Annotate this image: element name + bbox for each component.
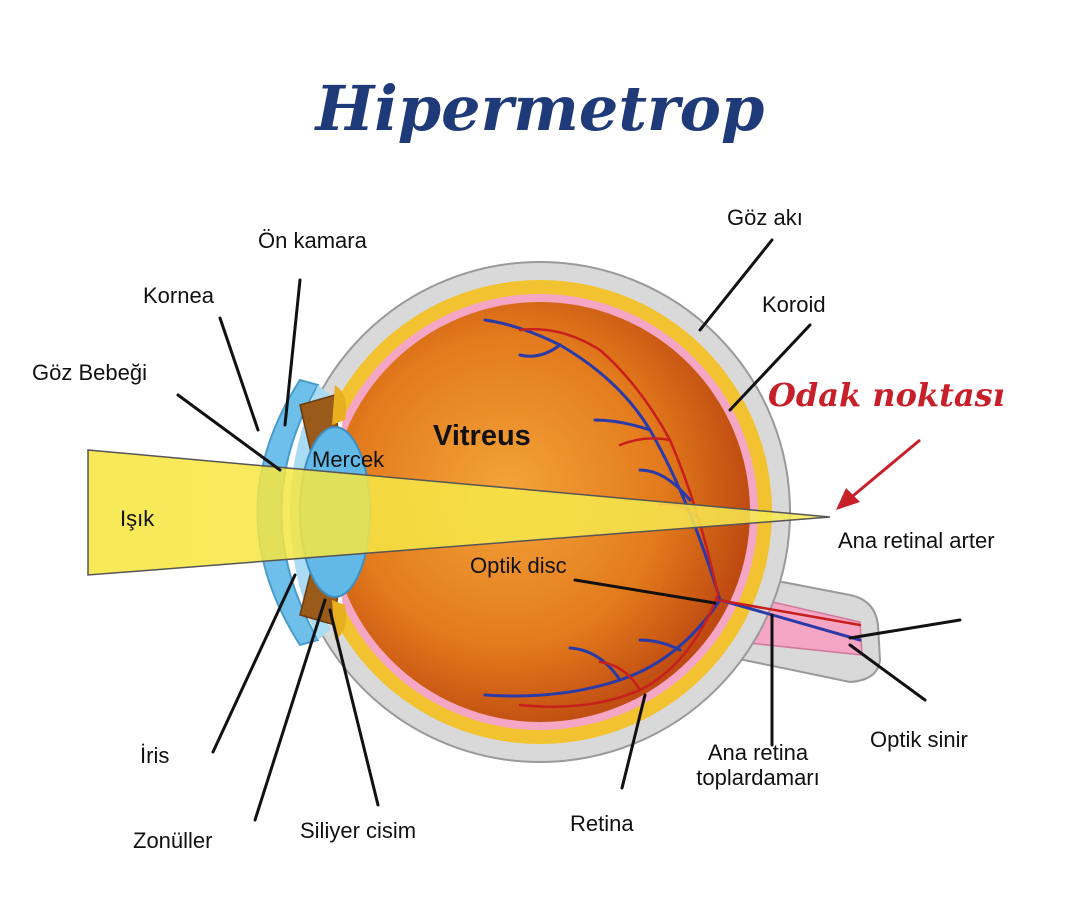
pointer-retina [620,693,647,790]
label-on-kamara: Ön kamara [258,228,367,253]
label-goz-bebegi: Göz Bebeği [32,360,147,385]
pointer-optik-sinir [848,643,927,702]
focal-point-label: Odak noktası [768,376,1005,414]
label-optik-disc: Optik disc [470,553,567,578]
pointer-siliyer [328,608,380,807]
label-iris: İris [140,743,170,768]
label-koroid: Koroid [762,292,826,317]
pointer-on-kamara [283,278,302,427]
label-vitreus: Vitreus [433,420,531,452]
label-goz-aki: Göz akı [727,205,803,230]
diagram-title: Hipermetrop [315,72,765,145]
label-ana-retina-line1: Ana retina [707,740,809,765]
pointer-optik-disc [573,578,717,605]
light-beam [87,449,831,576]
label-retina: Retina [570,811,634,836]
pointer-kornea [218,316,260,432]
label-ana-retinal-arter: Ana retinal arter [838,528,995,553]
focal-arrow [836,438,921,510]
label-siliyer-cisim: Siliyer cisim [300,818,417,843]
label-isik: Işık [120,506,155,531]
label-kornea: Kornea [143,283,214,308]
label-ana-retina-line2: toplardamarı [696,765,820,791]
pointer-goz-bebegi [176,393,282,472]
pointer-koroid [728,323,812,412]
label-zonuller: Zonüller [133,828,213,853]
ciliary-upper [332,385,347,425]
label-mercek: Mercek [312,447,385,472]
pointer-goz-aki [698,238,774,332]
anterior-chamber [290,385,330,640]
label-optik-sinir: Optik sinir [870,727,968,752]
pointer-iris [211,573,297,754]
pointer-lines [176,238,962,822]
label-ana-retina-toplardamari: Ana retina toplardamarı [676,740,840,791]
pointer-ana-retinal-arter [848,618,962,640]
pointer-zonuller [253,598,327,822]
